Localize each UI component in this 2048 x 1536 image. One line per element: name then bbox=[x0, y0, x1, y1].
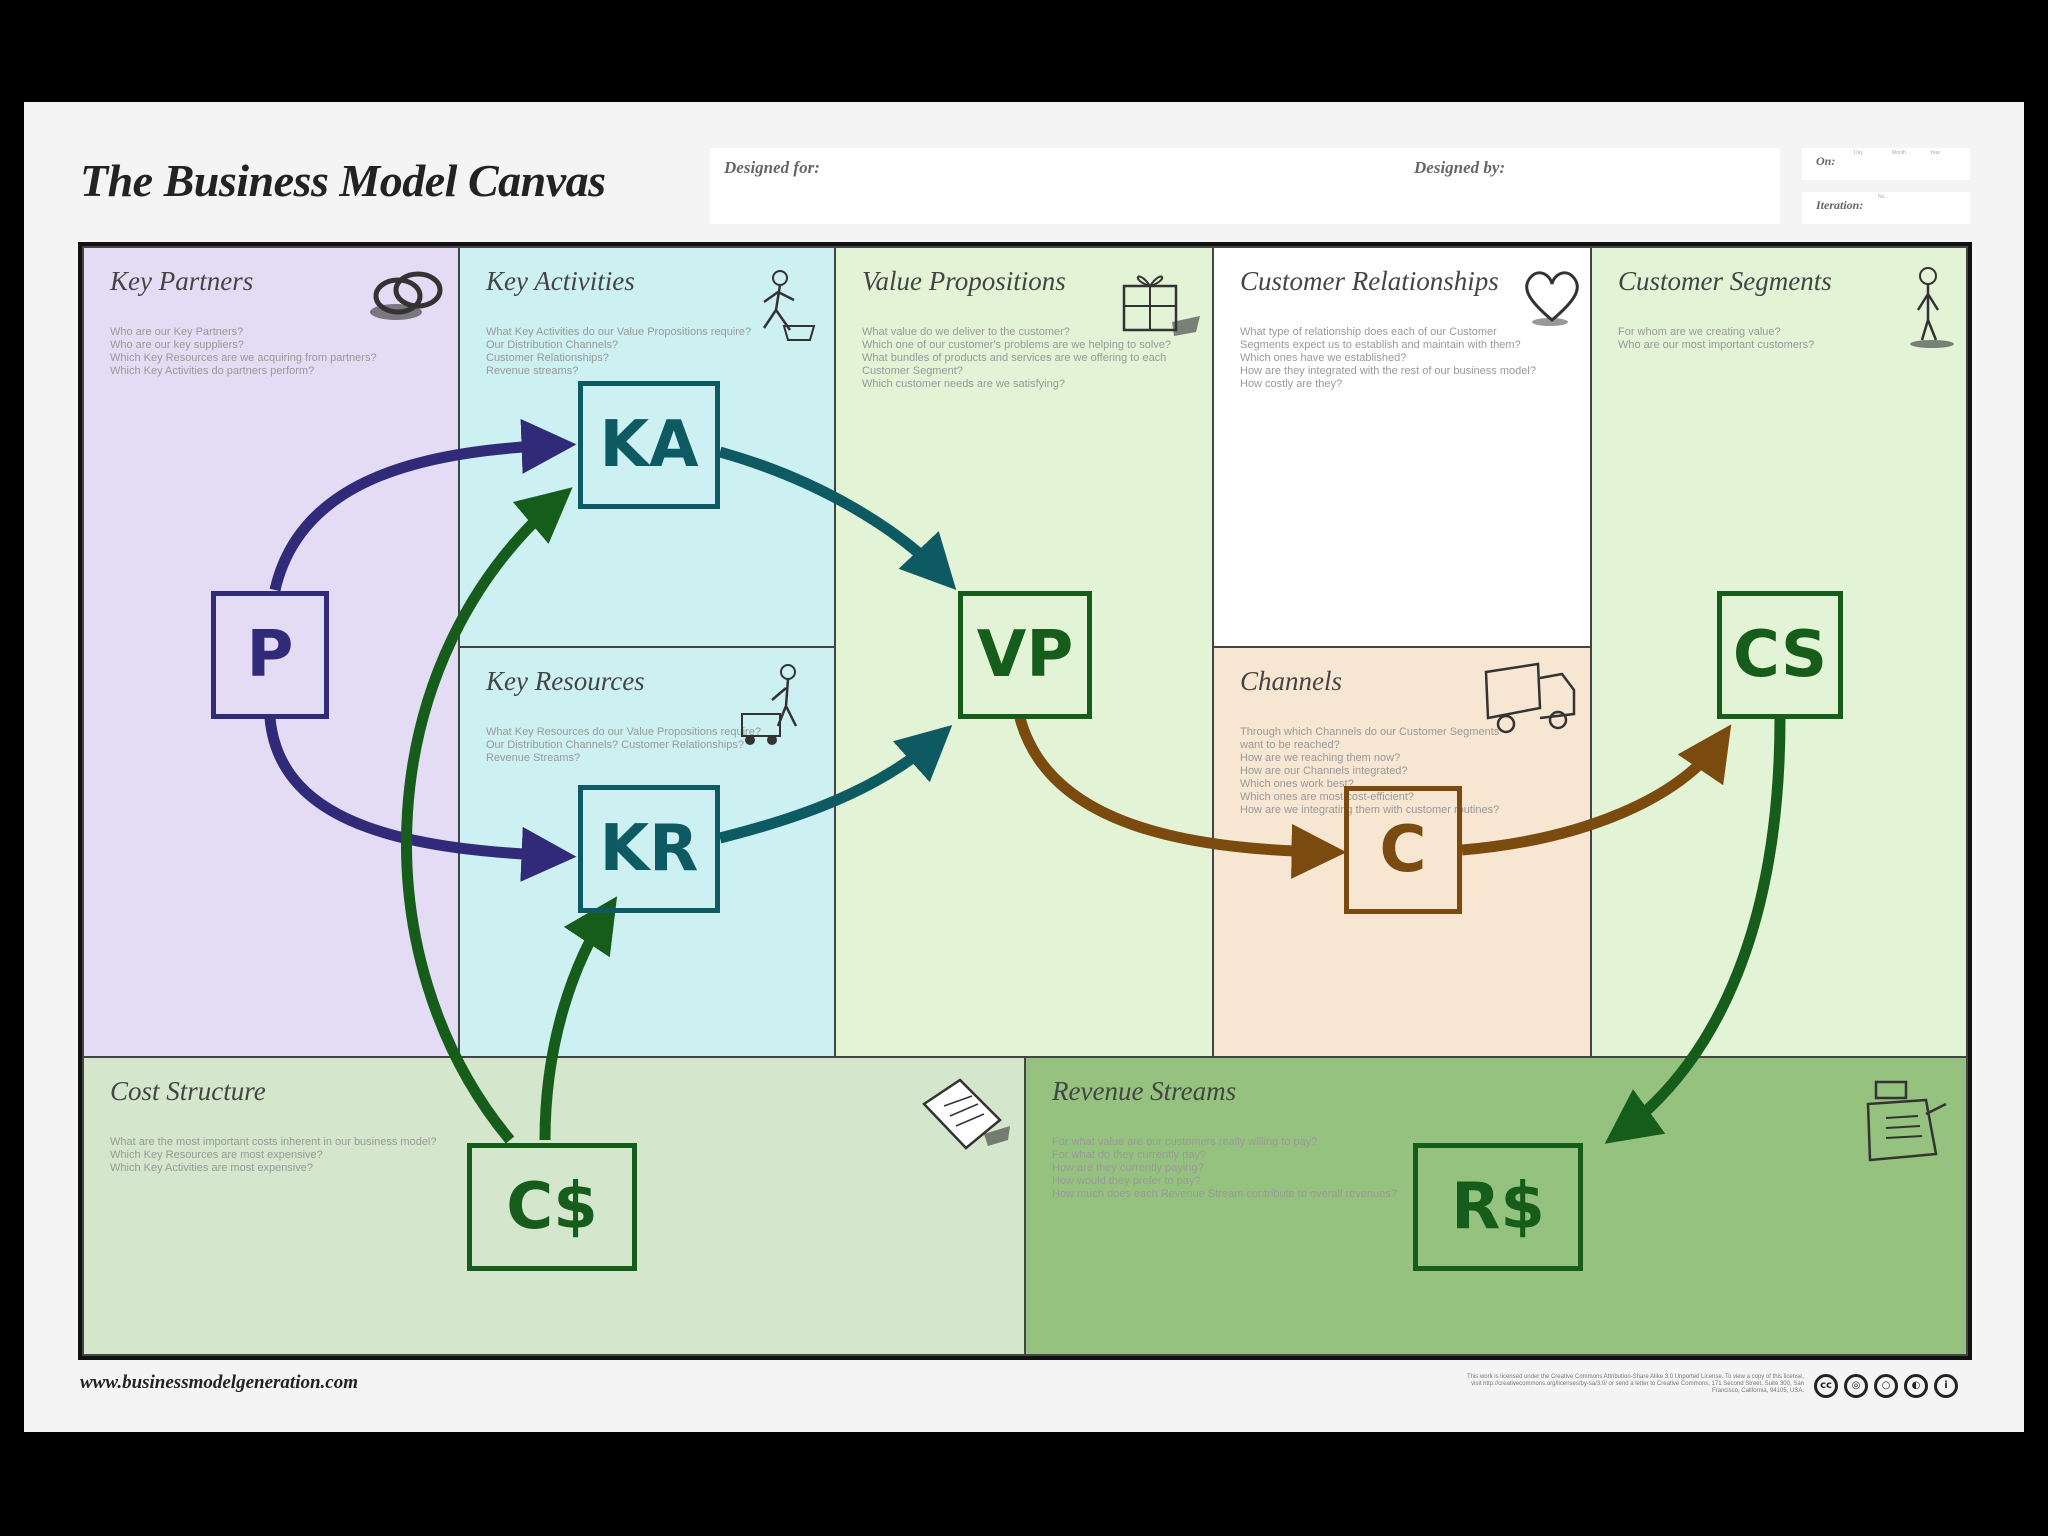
iteration-no-label: No. bbox=[1878, 194, 1886, 200]
designed-for-label: Designed for: bbox=[724, 158, 820, 177]
on-label: On: bbox=[1816, 154, 1836, 168]
attribution-icon: i bbox=[1934, 1374, 1958, 1398]
forklift-worker-icon bbox=[741, 664, 798, 745]
key-activities-title: Key Activities bbox=[486, 266, 635, 296]
designed-by-field[interactable]: Designed by: bbox=[1400, 148, 1780, 224]
arrow-cs-to-rev bbox=[1604, 717, 1786, 1144]
key-activities-questions: What Key Activities do our Value Proposi… bbox=[486, 326, 752, 377]
heart-icon bbox=[1525, 271, 1579, 326]
date-day-label: Day bbox=[1854, 150, 1863, 156]
chain-link-icon bbox=[370, 271, 443, 320]
customer-relationships-title: Customer Relationships bbox=[1240, 266, 1499, 296]
worker-icon bbox=[762, 270, 816, 341]
date-month-label: Month bbox=[1892, 150, 1906, 156]
iteration-label: Iteration: bbox=[1816, 198, 1864, 212]
block-cost-structure[interactable]: Cost Structure What are the most importa… bbox=[82, 1056, 1026, 1356]
designed-for-field[interactable]: Designed for: bbox=[710, 148, 1400, 224]
cost-structure-title: Cost Structure bbox=[110, 1076, 266, 1106]
customer-segments-title: Customer Segments bbox=[1618, 266, 1832, 296]
price-tag-icon bbox=[922, 1078, 1010, 1150]
arrow-p-to-ka bbox=[269, 418, 577, 592]
sharealike-icon: ◐ bbox=[1904, 1374, 1928, 1398]
value-propositions-questions: What value do we deliver to the customer… bbox=[862, 326, 1172, 390]
canvas-title: The Business Model Canvas bbox=[80, 155, 606, 206]
node-channels[interactable]: C bbox=[1344, 786, 1462, 914]
arrow-p-to-kr bbox=[264, 717, 577, 882]
arrow-c-to-cs bbox=[1461, 724, 1732, 856]
block-revenue-streams[interactable]: Revenue Streams For what value are our c… bbox=[1024, 1056, 1968, 1356]
block-value-propositions[interactable]: Value Propositions What value do we deli… bbox=[834, 246, 1214, 1058]
revenue-streams-questions: For what value are our customers really … bbox=[1052, 1136, 1397, 1200]
revenue-streams-title: Revenue Streams bbox=[1052, 1076, 1237, 1106]
canvas-grid: Key Partners Who are our Key Partners? W… bbox=[78, 242, 1972, 1360]
cash-register-icon bbox=[1866, 1080, 1947, 1162]
key-resources-title: Key Resources bbox=[486, 666, 645, 696]
gift-box-icon bbox=[1122, 275, 1200, 336]
person-icon bbox=[1910, 267, 1954, 348]
iteration-field[interactable]: Iteration: No. bbox=[1802, 192, 1970, 224]
arrow-kr-to-vp bbox=[718, 724, 953, 844]
key-partners-title: Key Partners bbox=[110, 266, 254, 296]
share-icon: ◎ bbox=[1844, 1374, 1868, 1398]
block-customer-segments[interactable]: Customer Segments For whom are we creati… bbox=[1590, 246, 1968, 1058]
arrow-ka-to-vp bbox=[718, 446, 957, 591]
block-customer-relationships[interactable]: Customer Relationships What type of rela… bbox=[1212, 246, 1592, 648]
node-customer-segments[interactable]: CS bbox=[1717, 591, 1843, 719]
node-key-activities[interactable]: KA bbox=[578, 381, 720, 509]
customer-relationships-questions: What type of relationship does each of o… bbox=[1240, 326, 1536, 390]
value-propositions-title: Value Propositions bbox=[862, 266, 1066, 296]
node-revenue-streams[interactable]: R$ bbox=[1413, 1143, 1583, 1271]
cc-icons: cc ◎ ○ ◐ i bbox=[1814, 1374, 1958, 1398]
node-key-resources[interactable]: KR bbox=[578, 785, 720, 913]
key-resources-questions: What Key Resources do our Value Proposit… bbox=[486, 726, 761, 764]
cost-structure-questions: What are the most important costs inhere… bbox=[110, 1136, 437, 1174]
footer-url[interactable]: www.businessmodelgeneration.com bbox=[80, 1372, 358, 1393]
customer-segments-questions: For whom are we creating value? Who are … bbox=[1618, 326, 1815, 351]
on-date-field[interactable]: On: Day Month Year bbox=[1802, 148, 1970, 180]
date-year-label: Year bbox=[1930, 150, 1941, 156]
channels-questions: Through which Channels do our Customer S… bbox=[1240, 726, 1500, 816]
key-partners-questions: Who are our Key Partners? Who are our ke… bbox=[110, 326, 377, 377]
channels-title: Channels bbox=[1240, 666, 1343, 696]
designed-by-label: Designed by: bbox=[1414, 158, 1506, 177]
node-cost-structure[interactable]: C$ bbox=[467, 1143, 637, 1271]
license-text: This work is licensed under the Creative… bbox=[1466, 1374, 1804, 1394]
truck-icon bbox=[1484, 662, 1576, 734]
cc-icon: cc bbox=[1814, 1374, 1838, 1398]
block-key-partners[interactable]: Key Partners Who are our Key Partners? W… bbox=[82, 246, 460, 1058]
node-value-propositions[interactable]: VP bbox=[958, 591, 1092, 719]
arrow-vp-to-c bbox=[1014, 716, 1347, 879]
arrow-cost-to-ka bbox=[401, 487, 573, 1144]
node-key-partners[interactable]: P bbox=[211, 591, 329, 719]
noderivs-icon: ○ bbox=[1874, 1374, 1898, 1398]
arrow-cost-to-kr bbox=[539, 896, 618, 1141]
